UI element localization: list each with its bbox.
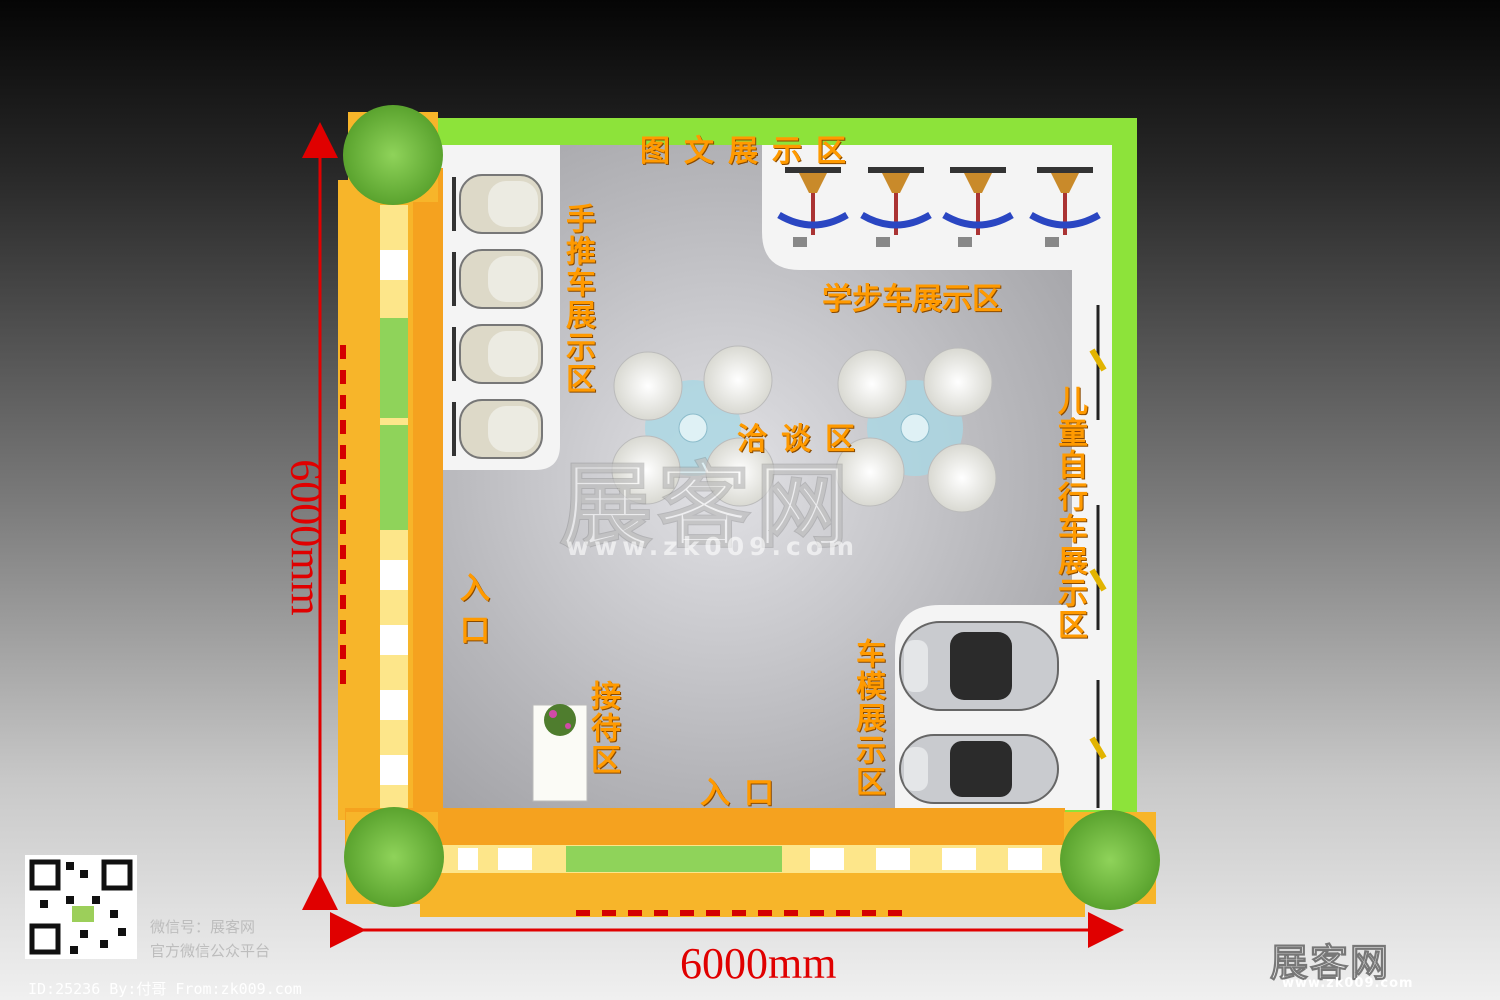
strollers <box>452 174 543 459</box>
qr-code-pattern <box>25 855 137 959</box>
height-dimension-label: 6000mm <box>281 459 331 616</box>
wechat-account: 微信号：展客网 <box>150 918 256 936</box>
watermark-url: www.zk009.com <box>566 532 860 561</box>
zone-label-stroller-display: 手推车展示区 <box>560 203 595 395</box>
left-wall-red-dashes <box>340 345 346 684</box>
walker-platform <box>762 145 1112 270</box>
credit-line: ID:25236 By:付哥 From:zk009.com <box>28 980 302 998</box>
zone-label-entrance-left: 入口 <box>454 572 489 656</box>
watermark-brand: 展客网 <box>559 451 855 561</box>
reception-desk <box>532 704 588 802</box>
wechat-platform: 官方微信公众平台 <box>150 942 271 960</box>
zone-label-reception: 接待区 <box>585 680 620 776</box>
left-wall <box>338 168 443 820</box>
kids-bikes <box>1089 305 1107 808</box>
zone-label-kids-bike-display: 儿童自行车展示区 <box>1052 385 1087 641</box>
zone-label-graphics-display: 图文展示区 <box>640 134 860 169</box>
negotiation-set-left <box>611 345 775 507</box>
zone-label-entrance-bottom: 入口 <box>700 776 788 811</box>
width-dimension-label: 6000mm <box>680 939 837 988</box>
bike-wall <box>1072 270 1112 810</box>
zone-label-negotiation: 洽谈区 <box>737 422 869 457</box>
zone-label-walker-display: 学步车展示区 <box>822 282 1002 317</box>
corner-logo-url: www.zk009.com <box>1282 976 1414 991</box>
baby-walkers <box>777 167 1101 247</box>
tree-top-left <box>343 105 443 205</box>
corner-logo-brand: 展客网 <box>1269 940 1391 986</box>
car-models <box>899 621 1059 804</box>
negotiation-set-right <box>835 347 997 513</box>
zone-label-car-model-display: 车模展示区 <box>850 638 885 798</box>
bottom-wall <box>345 808 1085 917</box>
tree-bottom-right <box>1060 810 1160 910</box>
tree-bottom-left <box>344 807 444 907</box>
